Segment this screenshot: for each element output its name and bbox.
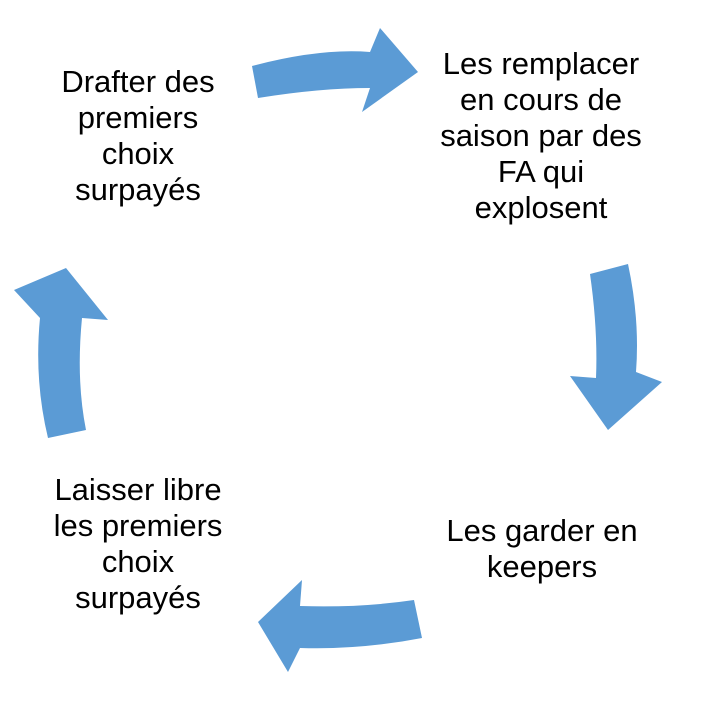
- arrow-drafter-to-remplacer: [252, 28, 418, 112]
- node-remplacer: Les remplacer en cours de saison par des…: [440, 46, 642, 225]
- node-garder: Les garder en keepers: [446, 513, 638, 584]
- node-drafter: Drafter des premiers choix surpayés: [61, 64, 215, 207]
- arrow-garder-to-laisser: [258, 580, 422, 672]
- node-laisser: Laisser libre les premiers choix surpayé…: [53, 472, 223, 615]
- arrow-laisser-to-drafter: [14, 268, 108, 438]
- arrow-remplacer-to-garder: [570, 264, 662, 430]
